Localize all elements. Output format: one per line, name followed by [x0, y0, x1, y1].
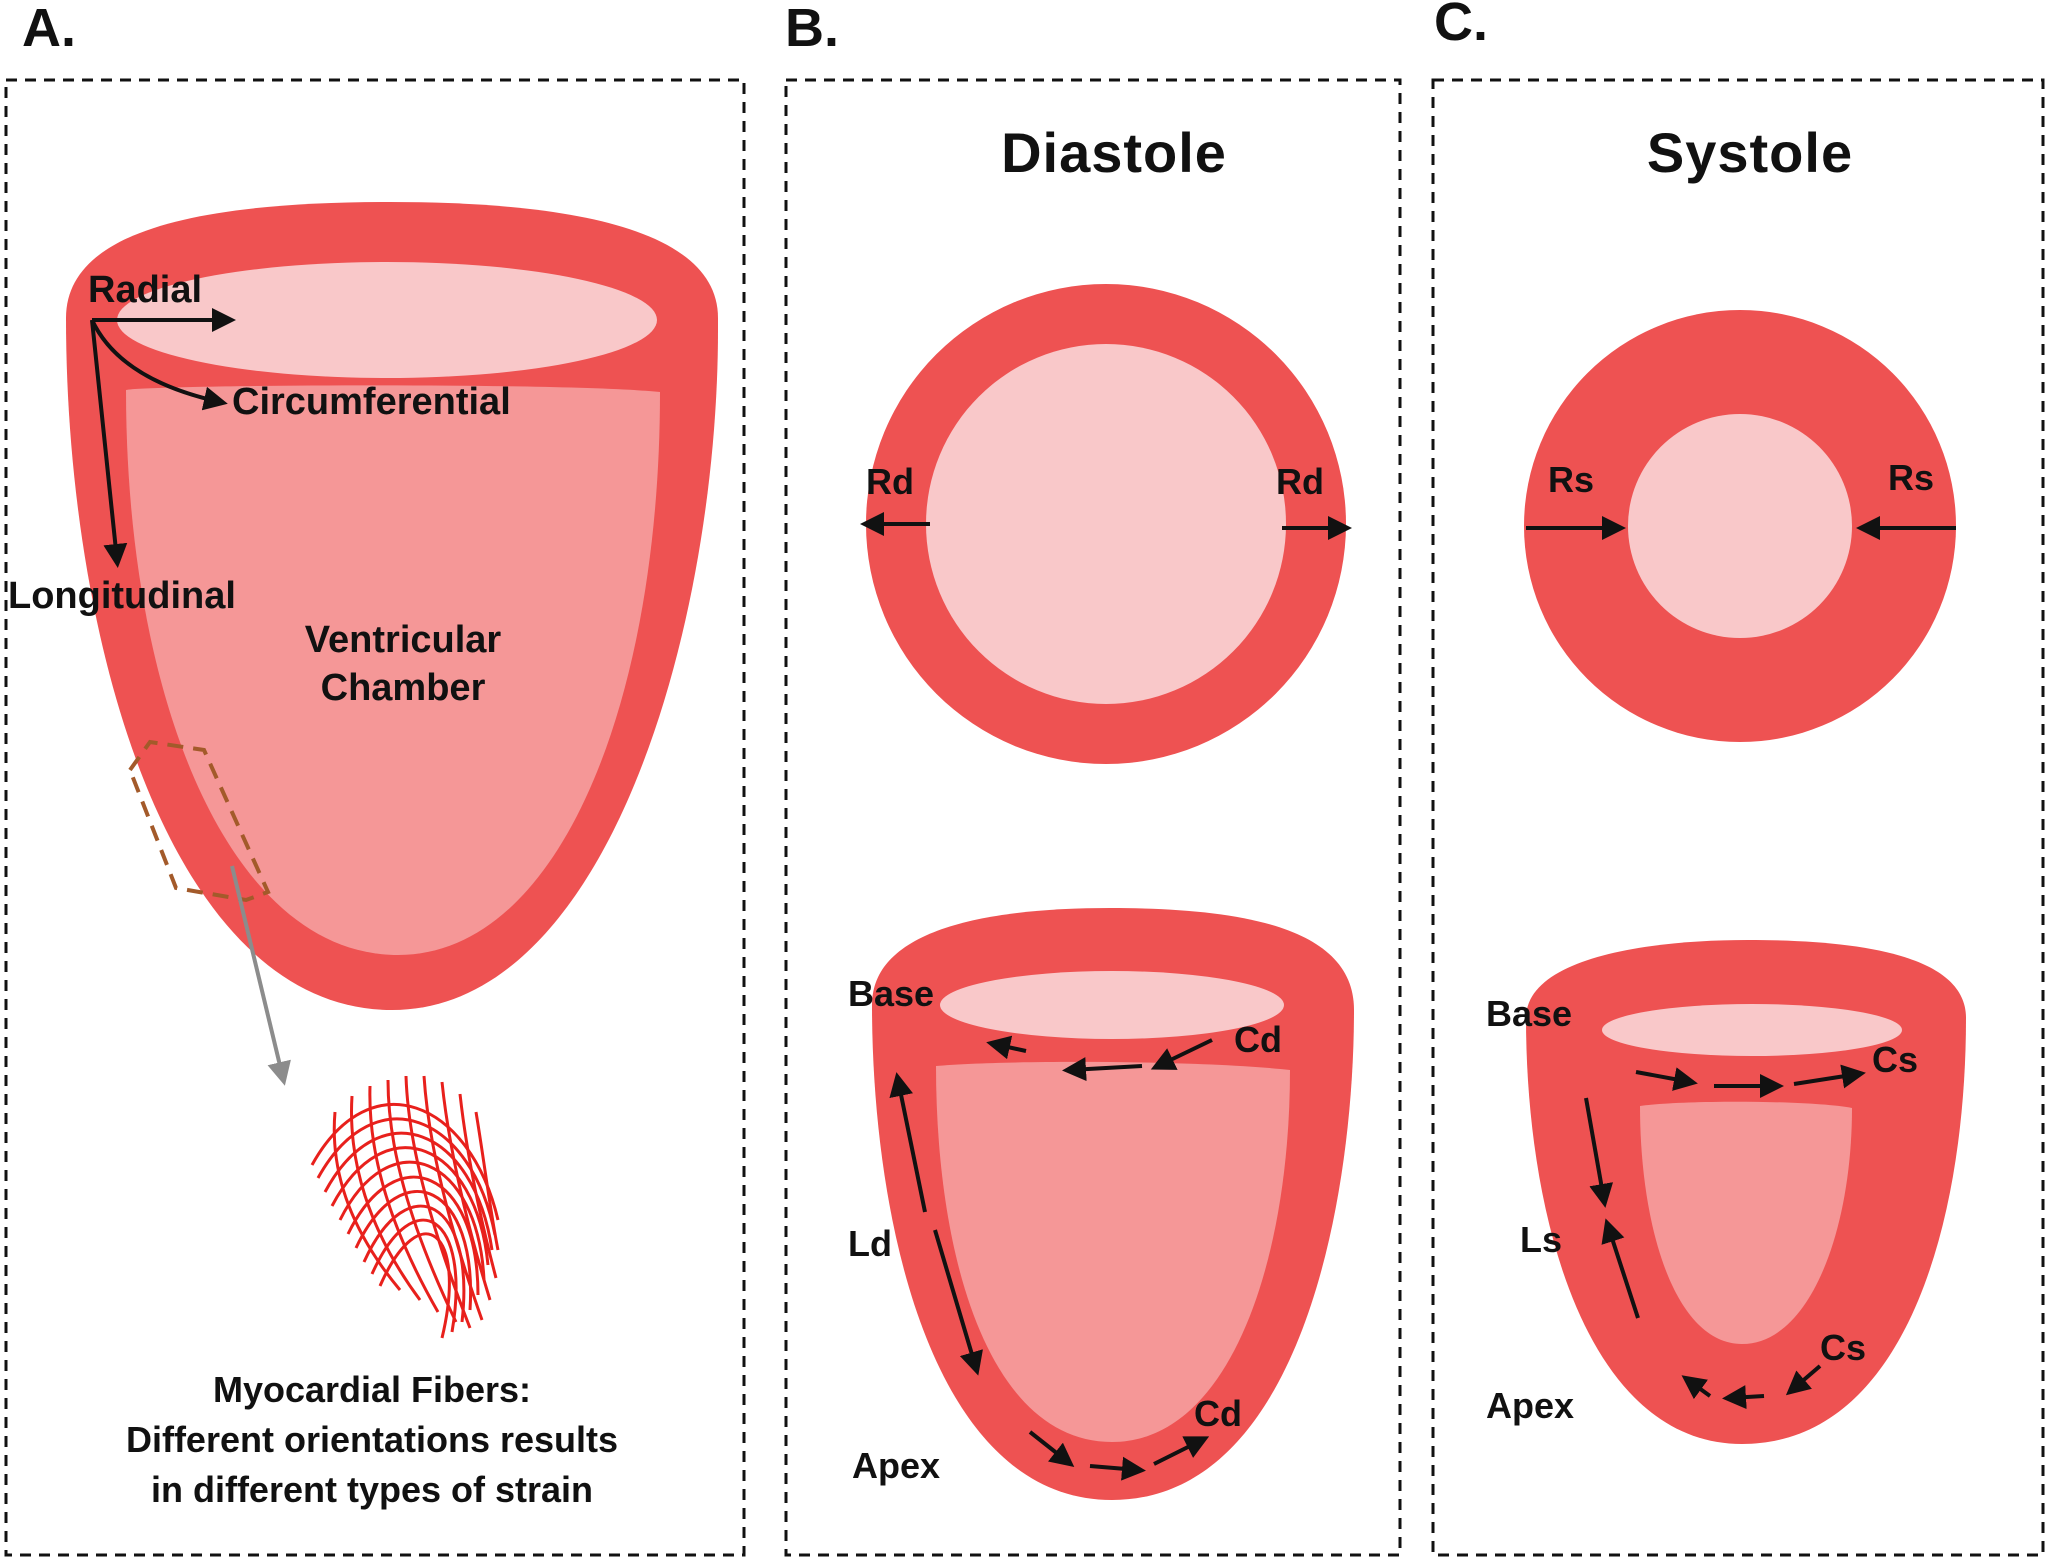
systole-base-label: Base: [1486, 993, 1572, 1034]
circumferential-arrow: [90, 319, 228, 411]
systole-ventricle-opening: [1602, 1004, 1902, 1056]
cd-bottom-arrow-3: [1153, 1436, 1210, 1466]
diastole-apex-label: Apex: [852, 1445, 940, 1486]
fibers-caption-line2: Different orientations results: [126, 1419, 618, 1460]
diastole-short-axis: Rd Rd: [860, 284, 1352, 764]
cs-bottom-arrow-2: [1722, 1385, 1765, 1410]
panel-a-frame: [4, 78, 746, 1557]
rs-left-label: Rs: [1548, 459, 1594, 500]
diastole-ventricle-opening: [940, 971, 1284, 1039]
cs-bottom-arrow-3: [1785, 1364, 1822, 1396]
panel-a: A. Radial Circumferential Longitudinal V…: [4, 0, 746, 1557]
ld-up-arrow: [889, 1072, 927, 1213]
panel-b-frame: [784, 78, 1402, 1557]
ventricle-lumen-opening: [117, 262, 657, 378]
cd-bottom-label: Cd: [1194, 1393, 1242, 1434]
systole-long-axis: Base Cs Ls Cs Apex: [1486, 940, 1966, 1444]
longitudinal-label: Longitudinal: [8, 575, 236, 617]
diastole-base-label: Base: [848, 973, 934, 1014]
systole-short-axis: Rs Rs: [1524, 310, 1956, 742]
panel-b-letter: B.: [785, 0, 839, 58]
cs-bottom-label: Cs: [1820, 1327, 1866, 1368]
panel-c-letter: C.: [1434, 0, 1488, 52]
systole-ventricle-chamber: [1640, 1101, 1852, 1344]
diastole-ring-lumen: [926, 344, 1286, 704]
systole-apex-label: Apex: [1486, 1385, 1574, 1426]
ld-label: Ld: [848, 1223, 892, 1264]
diastole-title: Diastole: [1001, 121, 1227, 184]
circumferential-label: Circumferential: [232, 381, 511, 423]
cd-bottom-arrow-2: [1089, 1456, 1146, 1481]
ls-down-arrow: [1584, 1097, 1614, 1208]
cs-top-label: Cs: [1872, 1039, 1918, 1080]
cd-top-arrow-1: [986, 1035, 1027, 1060]
cd-top-arrow-3: [1150, 1038, 1213, 1070]
ventricle-chamber: [126, 385, 660, 956]
fiber-region-box: [127, 739, 271, 903]
ls-label: Ls: [1520, 1219, 1562, 1260]
radial-label: Radial: [88, 269, 202, 311]
fibers-caption-line1: Myocardial Fibers:: [213, 1369, 531, 1410]
systole-ring-lumen: [1628, 414, 1852, 638]
longitudinal-arrow: [90, 319, 128, 568]
ls-up-arrow: [1601, 1218, 1640, 1319]
panel-c: C. Systole Rs Rs Base Cs Ls: [1431, 0, 2045, 1557]
cs-top-arrow-3: [1793, 1064, 1866, 1089]
chamber-label-line2: Chamber: [321, 667, 486, 709]
cs-top-arrow-1: [1635, 1067, 1698, 1091]
diastole-ventricle-chamber: [936, 1061, 1290, 1442]
left-ventricle-3d: Radial Circumferential Longitudinal Vent…: [8, 202, 718, 1086]
systole-title: Systole: [1647, 121, 1853, 184]
cd-top-arrow-2: [1062, 1057, 1143, 1082]
cs-bottom-arrow-1: [1681, 1375, 1712, 1400]
fibers-caption-line3: in different types of strain: [151, 1469, 593, 1510]
diastole-long-axis: Base Cd Ld Cd Apex: [848, 908, 1354, 1500]
ld-down-arrow: [933, 1229, 983, 1376]
cd-top-label: Cd: [1234, 1019, 1282, 1060]
rd-left-label: Rd: [866, 461, 914, 502]
panel-a-letter: A.: [22, 0, 76, 58]
rs-right-label: Rs: [1888, 457, 1934, 498]
chamber-label-line1: Ventricular: [305, 619, 502, 661]
panel-b: B. Diastole Rd Rd Base Cd L: [784, 0, 1402, 1557]
rd-right-label: Rd: [1276, 461, 1324, 502]
panel-c-frame: [1431, 78, 2045, 1557]
fiber-pointer-arrow: [230, 865, 291, 1086]
myocardial-fiber-mesh: [310, 1075, 500, 1339]
cd-bottom-arrow-1: [1028, 1430, 1075, 1467]
